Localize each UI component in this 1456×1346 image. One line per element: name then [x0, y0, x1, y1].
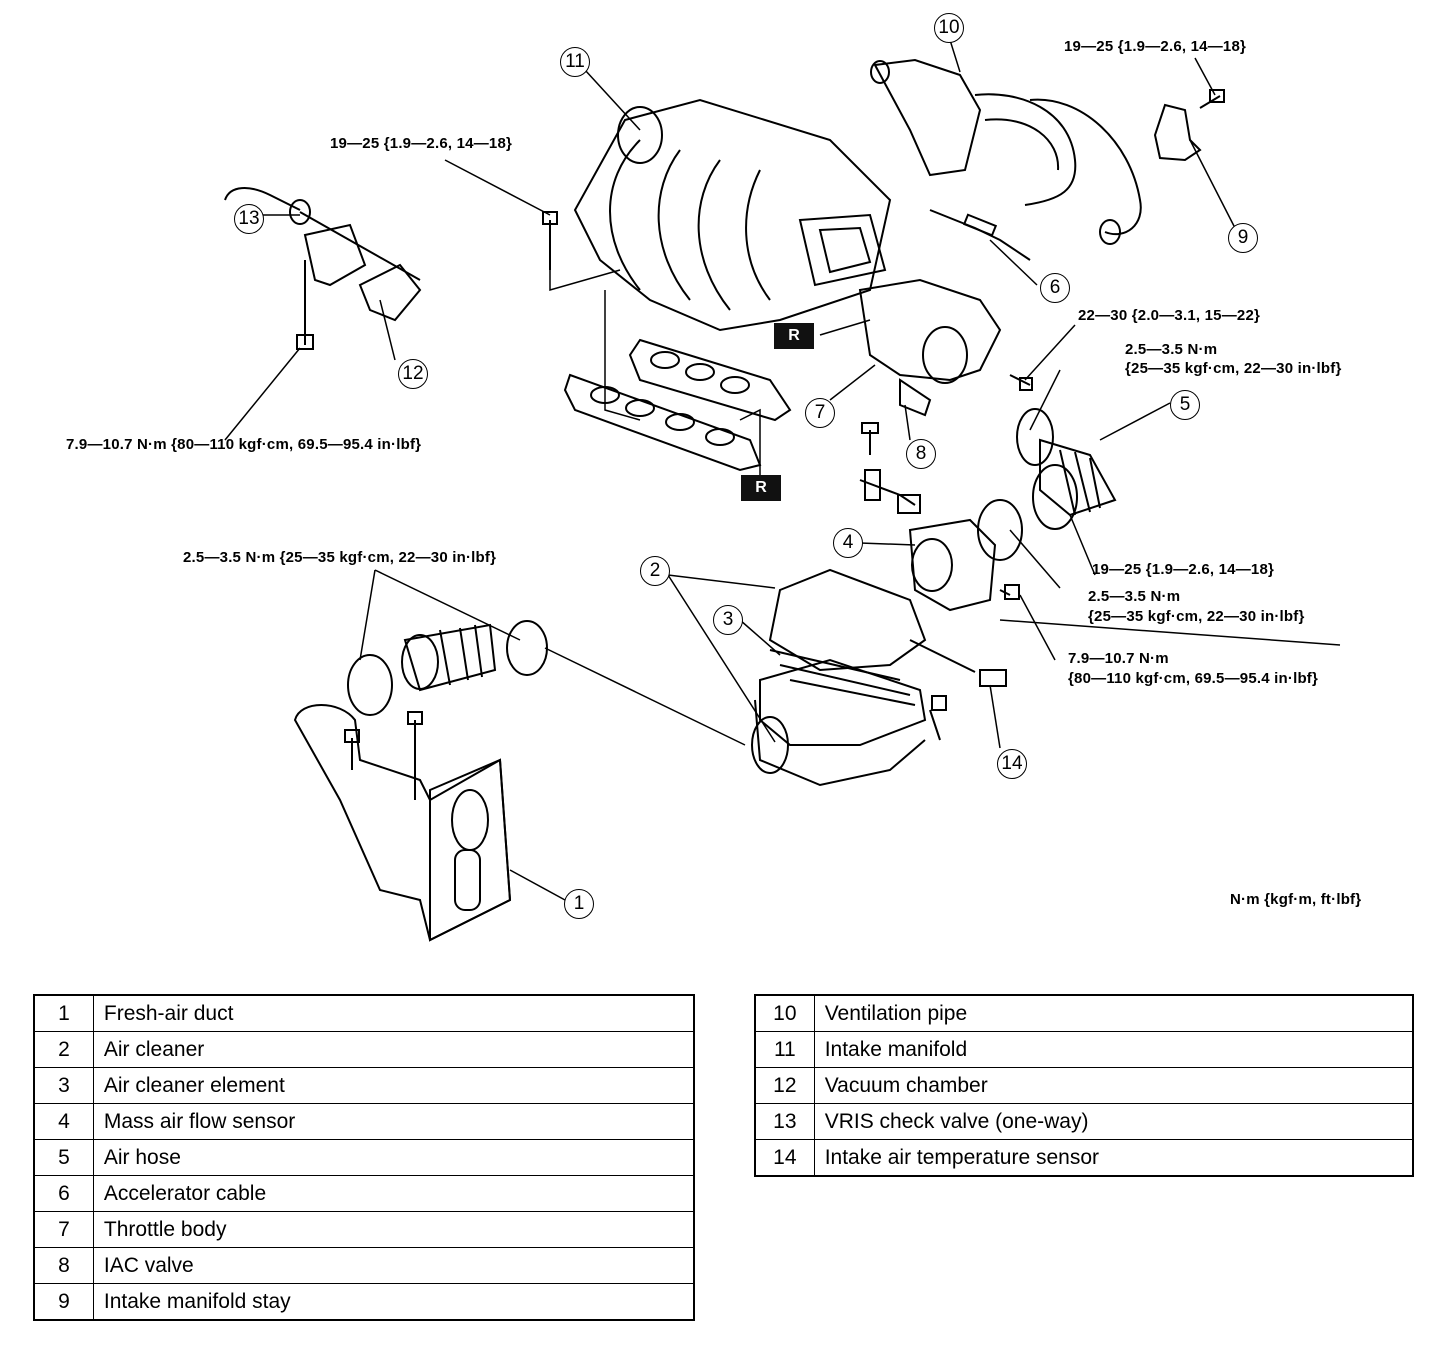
fresh-air-duct-drawing [293, 620, 548, 942]
intake-manifold-drawing [573, 98, 892, 332]
callout-13: 13 [234, 204, 264, 234]
legend-number: 10 [754, 994, 815, 1032]
manifold-gaskets-drawing [563, 338, 792, 472]
mass-air-flow-sensor-drawing [859, 479, 1023, 612]
vacuum-chamber-drawing [224, 187, 422, 350]
legend-number: 1 [33, 994, 94, 1032]
legend-part-name: Throttle body [92, 1211, 695, 1248]
replace-badge-manifold-gasket: R [741, 475, 781, 501]
ventilation-pipe-drawing [870, 58, 1142, 245]
torque-label-vacuum-chamber-bolt: 7.9—10.7 N·m {80—110 kgf·cm, 69.5—95.4 i… [66, 436, 422, 453]
callout-6: 6 [1040, 273, 1070, 303]
legend-number: 4 [33, 1103, 94, 1140]
torque-label-air-hose-clamp-alt: {25—35 kgf·cm, 22—30 in·lbf} [1125, 360, 1342, 377]
legend-number: 11 [754, 1031, 815, 1068]
leader-lines [224, 39, 1341, 901]
legend-part-name: Vacuum chamber [813, 1067, 1414, 1104]
legend-part-name: Intake air temperature sensor [813, 1139, 1414, 1177]
legend-number: 6 [33, 1175, 94, 1212]
torque-label-maf-bolt-nm: 7.9—10.7 N·m [1068, 650, 1169, 667]
legend-number: 8 [33, 1247, 94, 1284]
manifold-bolt-drawing [542, 211, 558, 270]
torque-label-air-hose-bolt: 19—25 {1.9—2.6, 14—18} [1092, 561, 1275, 578]
callout-11: 11 [560, 47, 590, 77]
torque-label-manifold-bolt: 19—25 {1.9—2.6, 14—18} [330, 135, 513, 152]
legend-number: 2 [33, 1031, 94, 1068]
air-cleaner-drawing [751, 568, 1007, 787]
callout-2: 2 [640, 556, 670, 586]
torque-label-throttle-body: 22—30 {2.0—3.1, 15—22} [1078, 307, 1261, 324]
legend-part-name: Intake manifold [813, 1031, 1414, 1068]
legend-part-name: Air cleaner element [92, 1067, 695, 1104]
callout-12: 12 [398, 359, 428, 389]
torque-label-stay-bolt: 19—25 {1.9—2.6, 14—18} [1064, 38, 1247, 55]
intake-manifold-stay-drawing [1153, 89, 1225, 162]
units-note: N·m {kgf·m, ft·lbf} [1230, 891, 1362, 908]
legend-number: 12 [754, 1067, 815, 1104]
torque-label-maf-clamp-nm: 2.5—3.5 N·m [1088, 588, 1181, 605]
legend-number: 5 [33, 1139, 94, 1176]
callout-5: 5 [1170, 390, 1200, 420]
legend-part-name: Fresh-air duct [92, 994, 695, 1032]
callout-1: 1 [564, 889, 594, 919]
accelerator-cable-drawing [929, 209, 1031, 261]
legend-part-name: Ventilation pipe [813, 994, 1414, 1032]
replace-badge-throttle-gasket: R [774, 323, 814, 349]
callout-7: 7 [805, 398, 835, 428]
torque-label-maf-bolt-alt: {80—110 kgf·cm, 69.5—95.4 in·lbf} [1068, 670, 1319, 687]
throttle-body-drawing [858, 278, 1033, 501]
callout-10: 10 [934, 13, 964, 43]
legend-number: 7 [33, 1211, 94, 1248]
callout-8: 8 [906, 439, 936, 469]
legend-number: 9 [33, 1283, 94, 1321]
legend-part-name: Air hose [92, 1139, 695, 1176]
torque-label-duct-clamp: 2.5—3.5 N·m {25—35 kgf·cm, 22—30 in·lbf} [183, 549, 497, 566]
callout-14: 14 [997, 749, 1027, 779]
legend-part-name: Accelerator cable [92, 1175, 695, 1212]
legend-number: 13 [754, 1103, 815, 1140]
legend-number: 3 [33, 1067, 94, 1104]
legend-number: 14 [754, 1139, 815, 1177]
air-hose-drawing [1016, 408, 1117, 530]
torque-label-air-hose-clamp-nm: 2.5—3.5 N·m [1125, 341, 1218, 358]
legend-part-name: Air cleaner [92, 1031, 695, 1068]
legend-part-name: Intake manifold stay [92, 1283, 695, 1321]
exploded-parts-diagram [224, 39, 1341, 942]
legend-part-name: VRIS check valve (one-way) [813, 1103, 1414, 1140]
callout-3: 3 [713, 605, 743, 635]
torque-label-maf-clamp-alt: {25—35 kgf·cm, 22—30 in·lbf} [1088, 608, 1305, 625]
legend-part-name: IAC valve [92, 1247, 695, 1284]
callout-9: 9 [1228, 223, 1258, 253]
callout-4: 4 [833, 528, 863, 558]
legend-part-name: Mass air flow sensor [92, 1103, 695, 1140]
